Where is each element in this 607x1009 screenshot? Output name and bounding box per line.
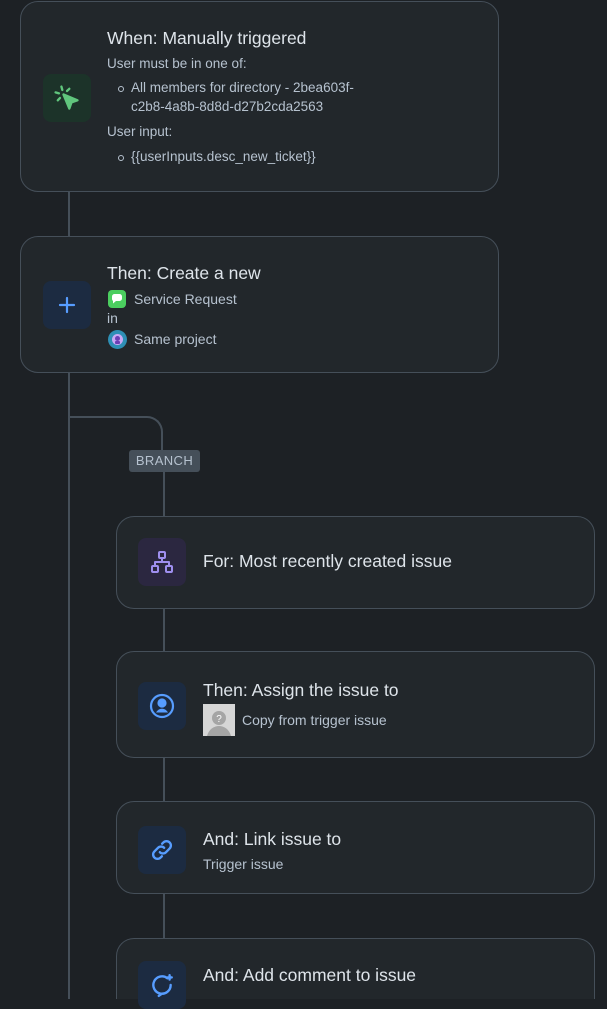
create-icon-box xyxy=(43,281,91,329)
user-circle-icon xyxy=(149,693,175,719)
assignee-label: Copy from trigger issue xyxy=(242,712,387,728)
trigger-title: When: Manually triggered xyxy=(107,28,307,48)
comment-title: And: Add comment to issue xyxy=(203,965,417,985)
list-bullet xyxy=(118,155,124,161)
create-issue-card[interactable]: Then: Create a new Service Request in Sa… xyxy=(20,236,499,373)
list-bullet xyxy=(118,86,124,92)
branch-badge: BRANCH xyxy=(129,450,200,472)
for-title: For: Most recently created issue xyxy=(203,551,452,571)
project-avatar-icon xyxy=(108,330,127,349)
in-label: in xyxy=(107,310,118,326)
comment-issue-card[interactable]: And: Add comment to issue xyxy=(116,938,595,1009)
link-icon-box xyxy=(138,826,186,874)
user-condition-label: User must be in one of: xyxy=(107,56,247,71)
user-input-label: User input: xyxy=(107,124,173,139)
issue-type-label: Service Request xyxy=(134,291,237,307)
trigger-icon-box xyxy=(43,74,91,122)
hierarchy-icon xyxy=(151,551,173,573)
link-title: And: Link issue to xyxy=(203,829,342,849)
directory-line-2: c2b8-4a8b-8d8d-d27b2cda2563 xyxy=(131,99,324,114)
link-target-label: Trigger issue xyxy=(203,856,284,872)
comment-icon xyxy=(152,974,173,998)
assign-issue-card[interactable]: Then: Assign the issue to ? Copy from tr… xyxy=(116,651,595,758)
create-title: Then: Create a new xyxy=(107,263,261,283)
branch-connector xyxy=(68,416,163,456)
cursor-click-icon xyxy=(54,85,79,110)
assign-title: Then: Assign the issue to xyxy=(203,680,399,700)
comment-icon-box xyxy=(138,961,186,1009)
trigger-card[interactable]: When: Manually triggered User must be in… xyxy=(20,1,499,192)
service-request-icon xyxy=(108,290,126,308)
link-icon xyxy=(151,839,173,861)
svg-text:?: ? xyxy=(216,714,222,725)
branch-for-card[interactable]: For: Most recently created issue xyxy=(116,516,595,609)
directory-line-1: All members for directory - 2bea603f- xyxy=(131,80,354,95)
project-label: Same project xyxy=(134,331,217,347)
connector-main xyxy=(68,191,70,999)
assign-icon-box xyxy=(138,682,186,730)
branch-icon-box xyxy=(138,538,186,586)
link-issue-card[interactable]: And: Link issue to Trigger issue xyxy=(116,801,595,894)
plus-icon xyxy=(58,296,76,314)
unknown-user-avatar: ? xyxy=(203,704,235,736)
user-input-value: {{userInputs.desc_new_ticket}} xyxy=(131,149,316,164)
